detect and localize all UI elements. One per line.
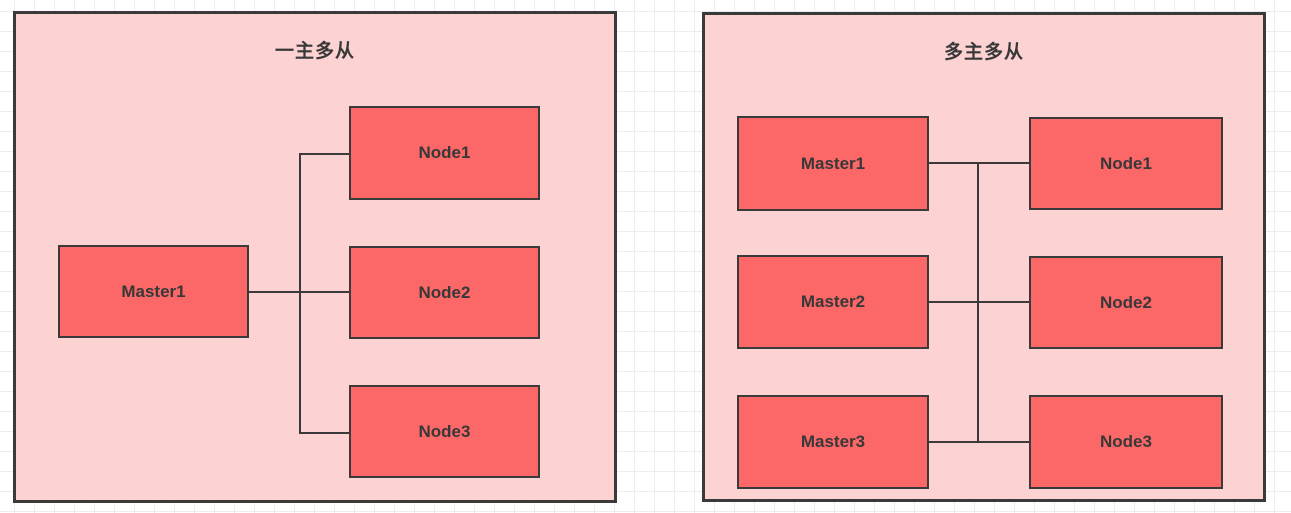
connector-master3-to-node3 [929,441,1029,443]
shape-left-node3-label: Node3 [418,421,471,441]
shape-right-master1-label: Master1 [800,153,866,173]
shape-left-node2: Node2 [349,246,540,339]
connector-bus-to-node1 [299,153,349,155]
shape-left-master1-label: Master1 [121,281,186,301]
shape-left-node1: Node1 [349,106,540,200]
connector-bus-to-node3 [299,432,349,434]
shape-right-node2: Node2 [1029,256,1223,349]
shape-right-master2: Master2 [737,255,929,349]
shape-right-master2-label: Master2 [800,292,866,311]
shape-right-master3: Master3 [737,395,929,489]
connector-vertical-bus-left-panel [299,153,301,434]
panel-single-master-multi-slave: 一主多从 Master1 Node1 Node2 Node3 [13,11,617,503]
shape-left-node2-label: Node2 [418,282,471,302]
panel-multi-master-multi-slave: 多主多从 Master1 Master2 Master3 Node1 Node2… [702,12,1266,502]
shape-left-node1-label: Node1 [418,143,471,162]
connector-master1-to-node1 [929,162,1029,164]
panel-title-multi-master: 多主多从 [943,42,1024,63]
shape-left-node3: Node3 [349,385,540,478]
shape-right-master3-label: Master3 [800,432,866,451]
shape-right-node3-label: Node3 [1100,432,1152,451]
connector-vertical-bus-right-panel [977,162,979,443]
shape-left-master1: Master1 [58,245,249,338]
shape-right-node1-label: Node1 [1100,153,1152,173]
shape-right-node2-label: Node2 [1100,292,1152,312]
shape-right-master1: Master1 [737,116,929,211]
shape-right-node1: Node1 [1029,117,1223,210]
connector-master2-to-node2 [929,301,1029,303]
shape-right-node3: Node3 [1029,395,1223,489]
panel-title-single-master: 一主多从 [274,41,355,62]
